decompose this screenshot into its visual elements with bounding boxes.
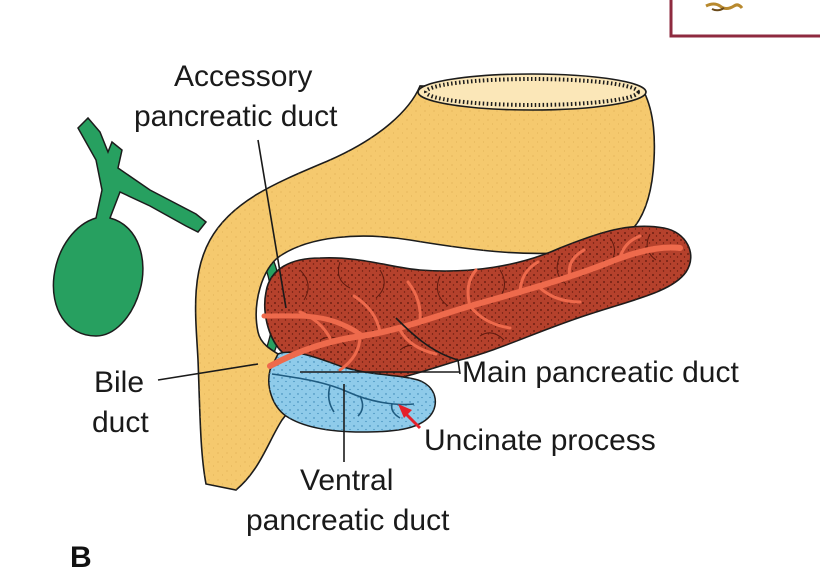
label-bile-line1: Bile	[94, 366, 144, 399]
label-accessory-line1: Accessory	[174, 60, 312, 93]
uncinate-arrow	[398, 404, 422, 430]
panel-letter: B	[70, 541, 92, 572]
duodenum	[194, 73, 656, 491]
pancreatic-ducts	[261, 234, 683, 372]
label-ventral-line1: Ventral	[300, 464, 393, 497]
label-ventral-line2: pancreatic duct	[246, 504, 450, 537]
corner-logo-frame	[669, 0, 820, 38]
leader-main	[395, 317, 459, 361]
accessory-duct-path	[261, 313, 365, 339]
label-uncinate: Uncinate process	[424, 424, 656, 457]
label-accessory-line2: pancreatic duct	[134, 100, 338, 133]
leader-accessory	[257, 139, 287, 309]
label-main-duct: Main pancreatic duct	[462, 356, 739, 389]
gallbladder	[52, 116, 208, 337]
ventral-duct-path	[271, 373, 415, 406]
leader-bile	[157, 363, 259, 381]
label-bile-line2: duct	[92, 406, 149, 439]
leader-lines	[157, 139, 461, 462]
